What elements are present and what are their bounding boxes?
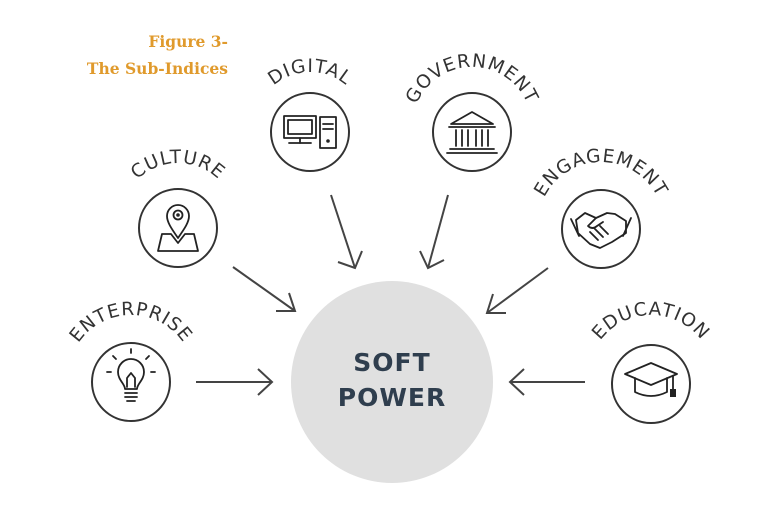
lightbulb-icon: [106, 348, 156, 402]
handshake-icon: [570, 212, 632, 249]
graduation-cap-icon: [624, 362, 678, 397]
node-education: EDUCATION: [588, 299, 714, 424]
arrow-culture: [232, 266, 297, 312]
computer-icon: [283, 115, 337, 149]
node-engagement: ENGAGEMENT: [530, 146, 671, 269]
center-title-line2: POWER: [338, 383, 446, 412]
government-building-icon: [446, 111, 498, 154]
arrow-education: [508, 368, 585, 396]
center-title-line1: SOFT: [353, 348, 430, 377]
node-culture-label: CULTURE: [127, 147, 229, 184]
arrow-digital: [330, 194, 363, 270]
soft-power-circle: [291, 281, 493, 483]
node-culture: CULTURE: [127, 147, 229, 268]
arrow-government: [419, 194, 449, 270]
map-pin-icon: [157, 204, 199, 252]
figure-number: Figure 3-: [148, 32, 228, 51]
node-education-label: EDUCATION: [588, 299, 714, 344]
node-digital-label: DIGITAL: [265, 56, 356, 90]
arrow-enterprise: [196, 368, 274, 396]
node-digital: DIGITAL: [265, 56, 356, 172]
node-enterprise-label: ENTERPRISE: [66, 299, 197, 347]
figure-title: The Sub-Indices: [86, 59, 228, 78]
node-enterprise: ENTERPRISE: [66, 299, 197, 422]
arrow-engagement: [485, 267, 549, 314]
node-government: GOVERNMENT: [402, 51, 541, 172]
